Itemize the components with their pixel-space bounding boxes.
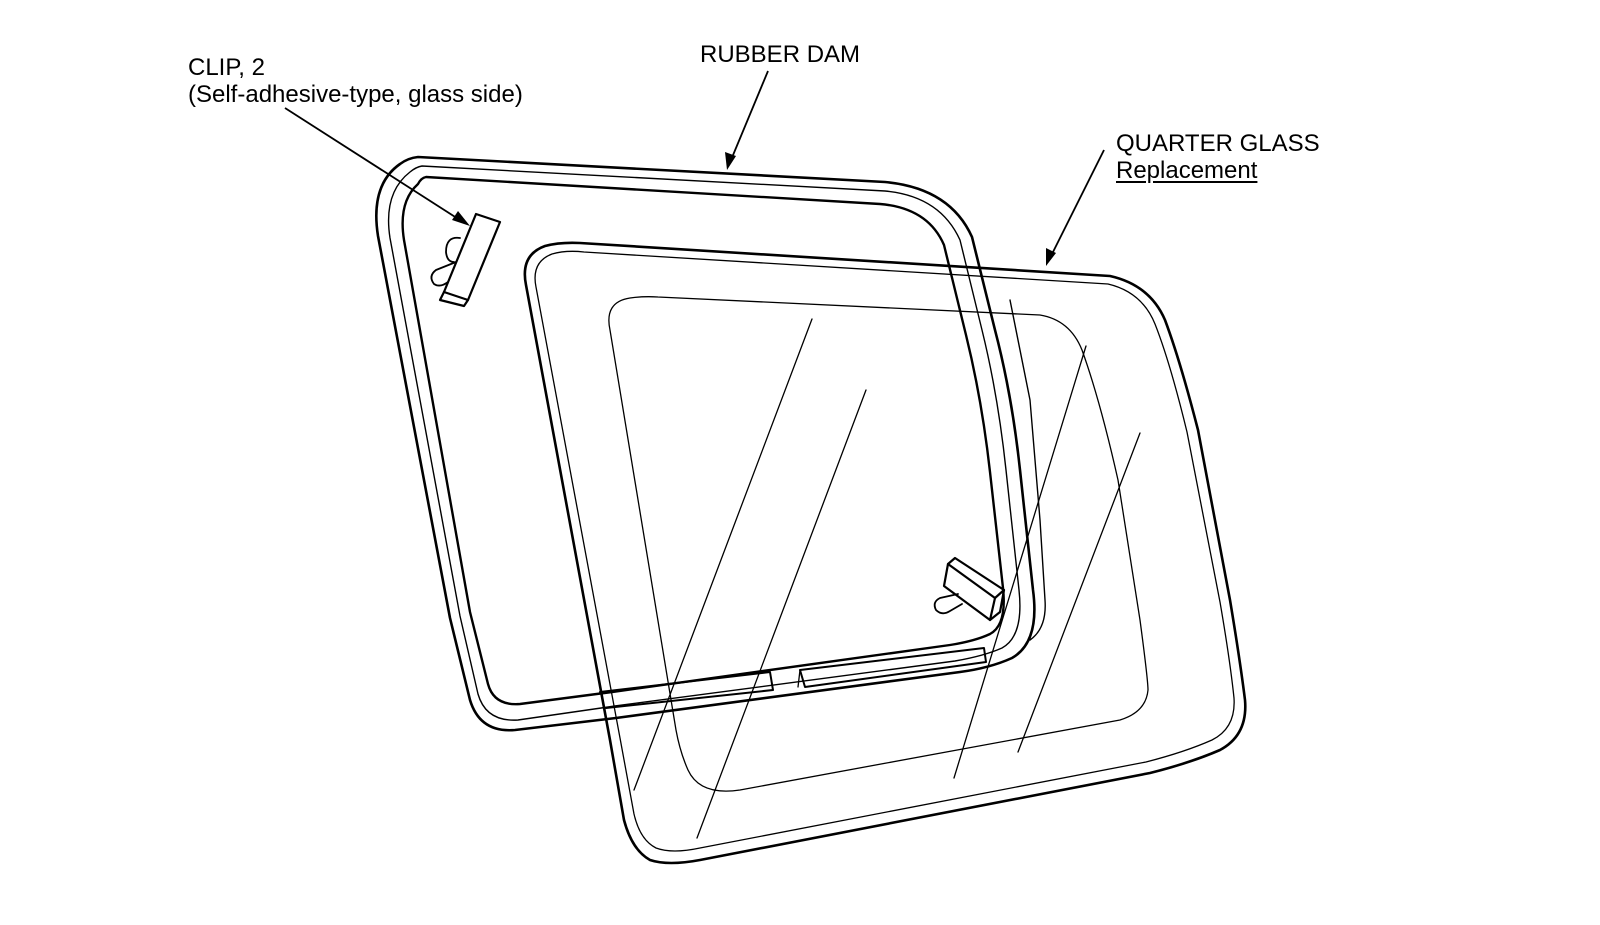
- rubber-dam-name: RUBBER DAM: [700, 41, 861, 68]
- quarter-glass-name: QUARTER GLASS: [1116, 130, 1320, 157]
- rubber-dam-gap-piece: [599, 647, 987, 709]
- clip-detail: (Self-adhesive-type, glass side): [188, 81, 523, 108]
- quarter-glass-action: Replacement: [1116, 157, 1258, 184]
- clip-on-glass: [933, 556, 1006, 622]
- quarter-glass: [523, 241, 1247, 865]
- leader-lines: [284, 70, 1105, 266]
- clip-top-left: [430, 212, 502, 308]
- clip-label: CLIP, 2 (Self-adhesive-type, glass side): [188, 54, 523, 108]
- quarter-glass-label: QUARTER GLASS Replacement: [1116, 130, 1320, 184]
- rubber-dam: [375, 155, 1046, 732]
- clip-name: CLIP, 2: [188, 54, 265, 81]
- rubber-dam-label: RUBBER DAM: [700, 41, 860, 68]
